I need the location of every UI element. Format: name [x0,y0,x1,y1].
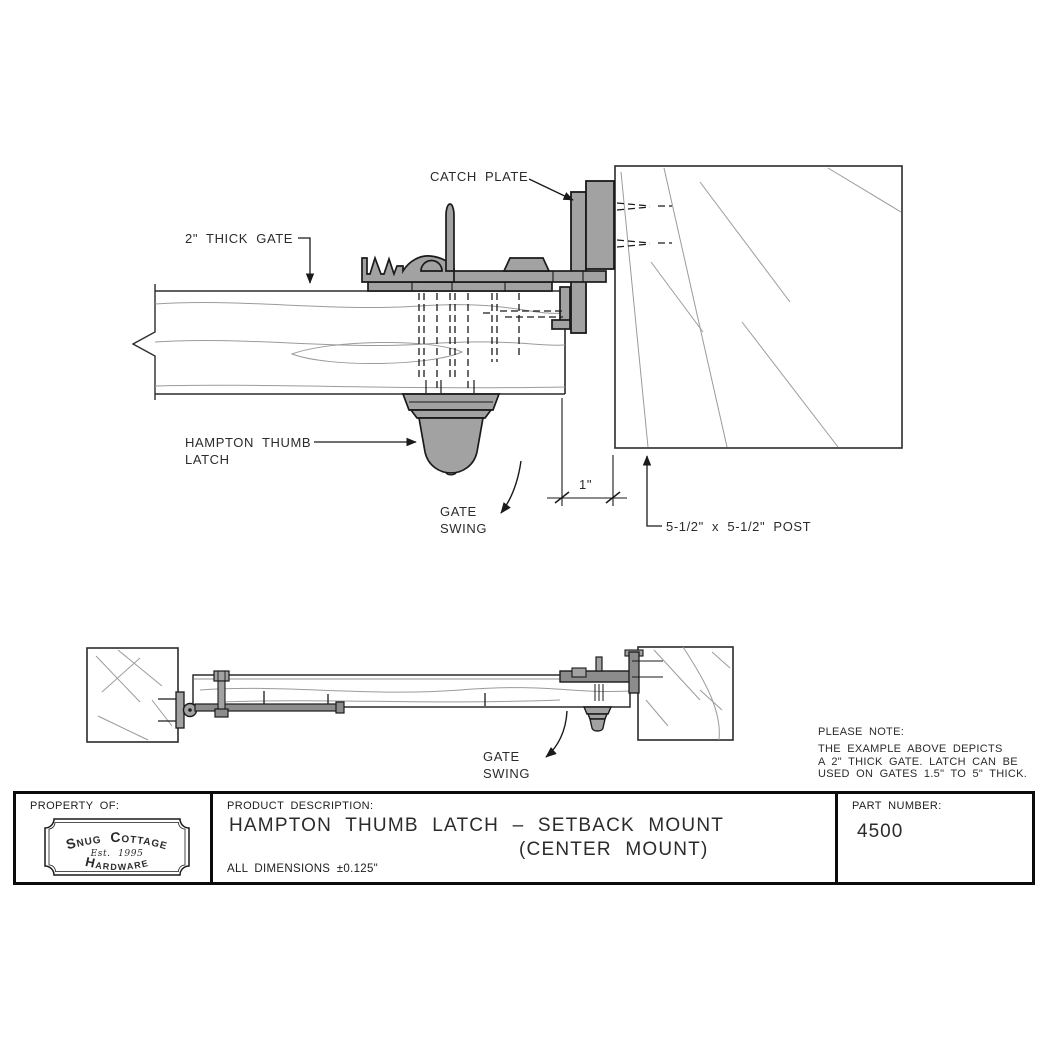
setback-dimension: 1" [547,398,627,506]
bottom-view-drawing: GATE SWING [86,646,734,781]
gate-swing-label-line2: SWING [483,766,530,781]
hinge-post-plan [86,647,179,743]
break-line [131,284,156,400]
catch-plate-leader [528,178,574,201]
title-block: PROPERTY OF: Snug Cottage Est. 1995 Hard… [13,791,1035,885]
latch-assembly [361,203,607,330]
product-description-cell: PRODUCT DESCRIPTION: HAMPTON THUMB LATCH… [213,794,838,882]
catch-plate [570,180,615,334]
latch-post-plan [637,646,734,741]
post-size-leader [642,455,662,527]
property-of-label: PROPERTY OF: [30,800,120,812]
gate-section [131,284,566,400]
latch-bar-plan [559,670,633,683]
note-line: THE EXAMPLE ABOVE DEPICTS [818,743,1003,755]
thumb-latch-handle [401,393,501,476]
top-view-drawing: CATCH PLATE 2" THICK GATE HAMPTON THUMB … [131,165,903,536]
top-view-annotations: CATCH PLATE 2" THICK GATE HAMPTON THUMB … [185,169,811,536]
note-title: PLEASE NOTE: [818,726,905,738]
gate-swing-arrow [545,710,568,758]
latch-keeper-block [502,257,551,272]
property-of-cell: PROPERTY OF: Snug Cottage Est. 1995 Hard… [16,794,213,882]
catch-plate-plan [628,651,640,694]
gate-swing-label-line1: GATE [483,749,520,764]
logo-name-bottom: Hardware [84,854,149,873]
gate-swing-arrow [500,460,522,514]
latch-lifter-blade [445,203,455,272]
product-description-label: PRODUCT DESCRIPTION: [227,800,374,812]
gate-thickness-label: 2" THICK GATE [185,231,293,246]
hidden-screw-lines [418,202,672,390]
note-line: A 2" THICK GATE. LATCH CAN BE [818,755,1018,768]
bottom-view-annotations: GATE SWING [483,710,568,781]
gate-plan-grain [199,687,631,703]
svg-text:Hardware: Hardware [84,854,150,873]
hinge-bolt-shaft [217,680,226,712]
catch-plate-label: CATCH PLATE [430,169,528,184]
latch-pin-plan [595,656,603,672]
note-line: USED ON GATES 1.5" TO 5" THICK. [818,768,1028,781]
logo-est-text: Est. 1995 [90,849,144,859]
part-number-cell: PART NUMBER: 4500 [838,794,1032,882]
latch-post-grain [645,646,731,741]
gate-plan [192,674,631,708]
note-block: PLEASE NOTE: THE EXAMPLE ABOVE DEPICTS A… [818,726,1028,781]
gate-swing-label-line2: SWING [440,521,487,536]
hampton-latch-label-line2: LATCH [185,452,230,467]
setback-dimension-text: 1" [579,477,592,492]
latch-hardware-plan [559,649,663,732]
logo-name-top: Snug Cottage [64,829,169,852]
hinge-hardware [158,670,345,729]
logo-border-inner [48,822,186,872]
product-name-line2: (CENTER MOUNT) [519,839,709,860]
latch-bolt-tips [425,380,475,393]
dimensions-tolerance-note: ALL DIMENSIONS ±0.125" [227,863,379,875]
hinge-bolt-head [213,670,230,682]
part-number-value: 4500 [857,821,904,842]
gate-swing-label-line1: GATE [440,504,477,519]
hinge-bolt-nut [214,708,229,718]
product-name-line1: HAMPTON THUMB LATCH – SETBACK MOUNT [229,815,725,836]
part-number-label: PART NUMBER: [852,800,942,812]
gate-edge-bracket [559,286,571,325]
gate-wood-grain [154,301,566,389]
latch-pivot-boss [420,259,443,272]
company-logo: Snug Cottage Est. 1995 Hardware [42,814,210,885]
hinge-post-grain [95,649,173,741]
latch-base-plate [367,281,553,292]
gate-edge-bracket-foot [551,319,571,330]
latch-detail-lines [411,271,584,291]
post-section [614,165,903,449]
hampton-latch-label-line1: HAMPTON THUMB [185,435,311,450]
logo-border-outer [44,818,190,876]
post-wood-grain [620,167,902,448]
post-size-label: 5-1/2" x 5-1/2" POST [666,519,811,534]
thumb-latch-handle-plan [582,706,613,732]
svg-text:Snug Cottage: Snug Cottage [64,829,170,852]
gate-thickness-leader [298,237,315,284]
